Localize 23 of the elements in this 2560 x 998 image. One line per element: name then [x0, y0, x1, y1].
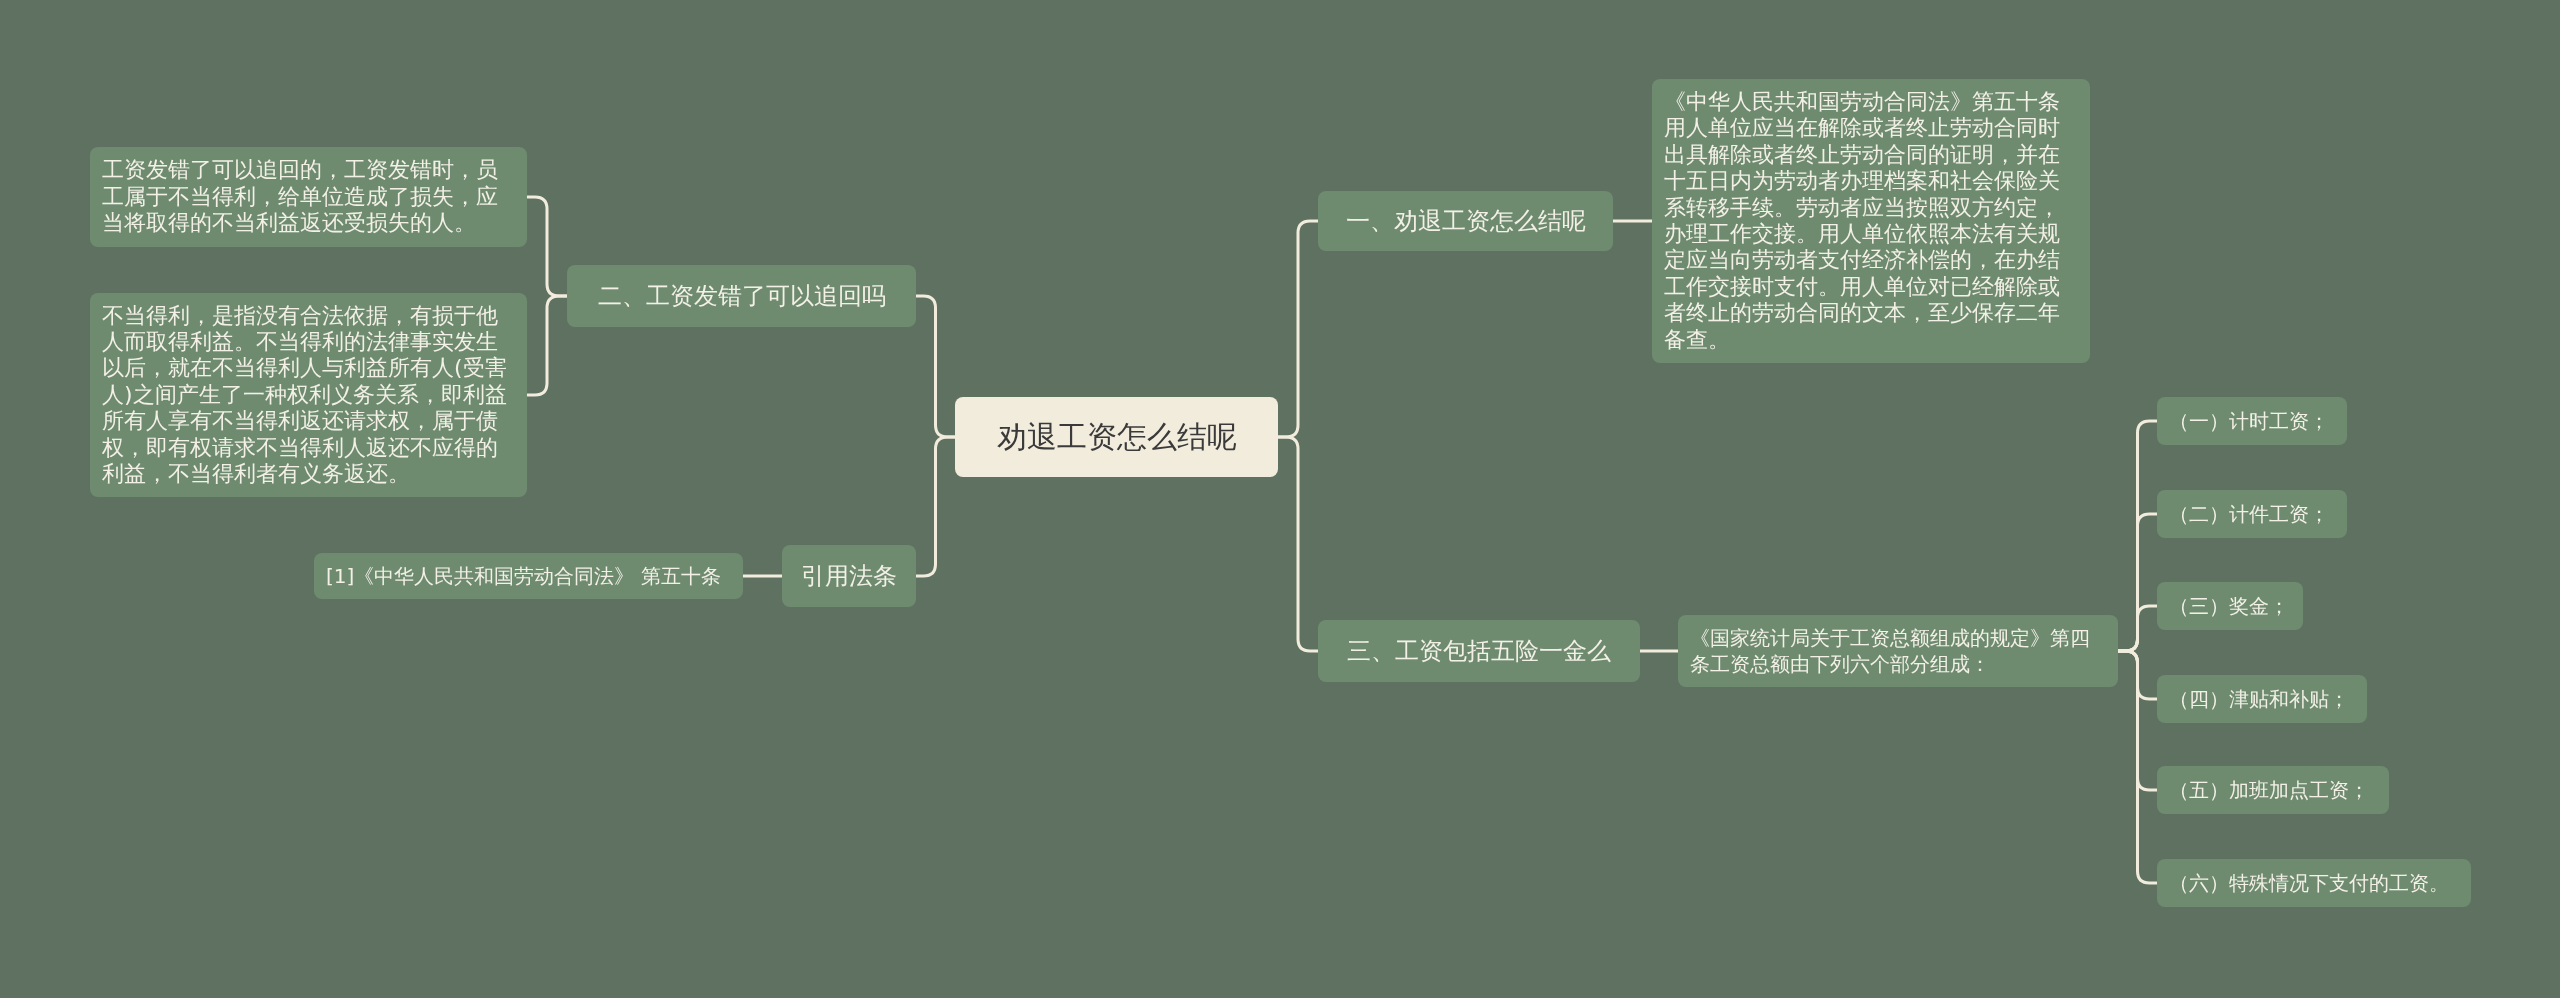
- subtopic-note: [1]《中华人民共和国劳动合同法》 第五十条: [314, 553, 743, 599]
- connector-line: [527, 294, 567, 397]
- connector-line: [1640, 649, 1678, 653]
- connector-line: [916, 435, 955, 578]
- subtopic-note: （三）奖金；: [2157, 582, 2303, 630]
- connector-line: [1613, 219, 1652, 223]
- branch-topic: 一、劝退工资怎么结呢: [1318, 191, 1613, 251]
- central-topic: 劝退工资怎么结呢: [955, 397, 1278, 477]
- connector-line: [2118, 649, 2157, 885]
- subtopic-note: 不当得利，是指没有合法依据，有损于他人而取得利益。不当得利的法律事实发生以后，就在不当得利人与利益所有人(受害人)之间产生了一种权利义务关系，即利益所有人享有不当得利返还请求权，属于债权，即有权请求不当得利人返还不应得的利益，不当得利者有义务返还。: [90, 292, 527, 498]
- subtopic-note: 工资发错了可以追回的，工资发错时，员工属于不当得利，给单位造成了损失，应当将取得的不当利益返还受损失的人。: [90, 147, 527, 247]
- subtopic-note: （五）加班加点工资；: [2157, 766, 2389, 814]
- subtopic-note: （四）津贴和补贴；: [2157, 675, 2367, 723]
- branch-topic: 三、工资包括五险一金么: [1318, 620, 1640, 682]
- subtopic-note: （一）计时工资；: [2157, 397, 2347, 445]
- connector-line: [1278, 435, 1318, 653]
- subtopic-note: 《中华人民共和国劳动合同法》第五十条用人单位应当在解除或者终止劳动合同时出具解除或者终止劳动合同的证明，并在十五日内为劳动者办理档案和社会保险关系转移手续。劳动者应当按照双方约定，办理工作交接。用人单位依照本法有关规定应当向劳动者支付经济补偿的，在办结工作交接时支付。用人单位对已经解除或者终止的劳动合同的文本，至少保存二年备查。: [1652, 79, 2090, 363]
- connector-line: [743, 574, 782, 578]
- branch-topic: 引用法条: [782, 545, 916, 607]
- subtopic-note: （二）计件工资；: [2157, 490, 2347, 538]
- branch-topic: 二、工资发错了可以追回吗: [567, 265, 916, 327]
- subtopic-note: （六）特殊情况下支付的工资。: [2157, 859, 2471, 907]
- subtopic-note: 《国家统计局关于工资总额组成的规定》第四条工资总额由下列六个部分组成：: [1678, 615, 2118, 687]
